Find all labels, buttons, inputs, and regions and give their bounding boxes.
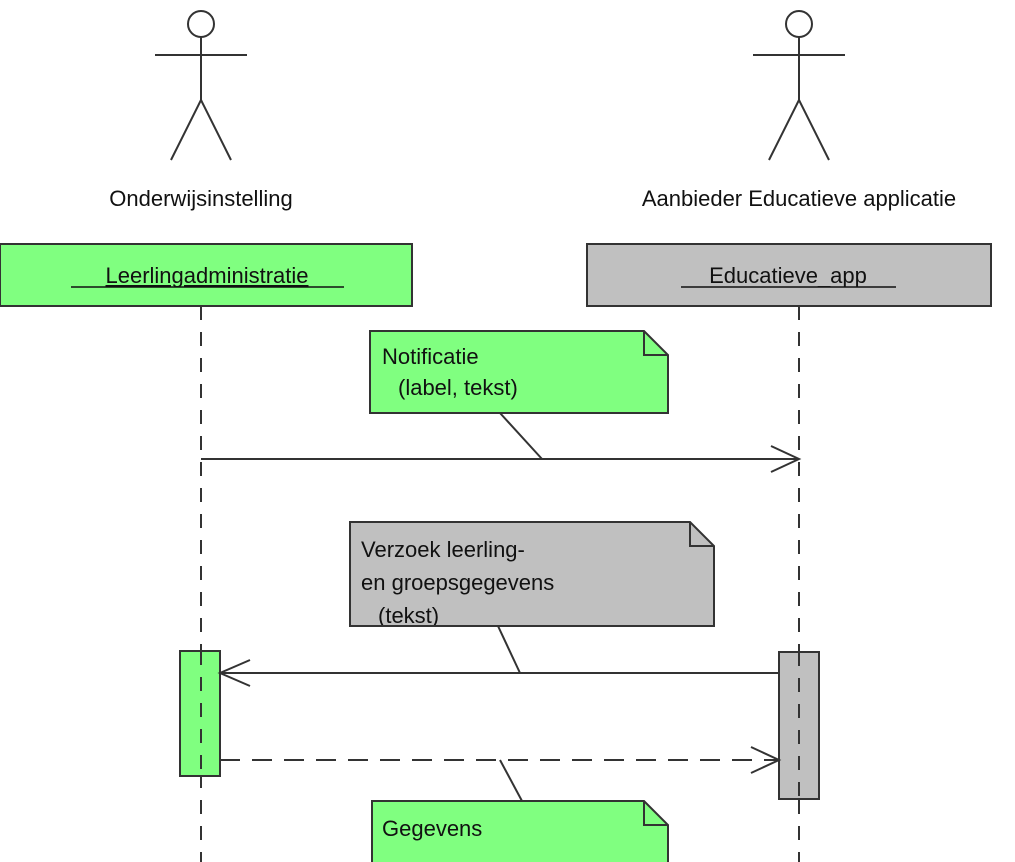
lifeline-leerlingadministratie-box xyxy=(0,243,413,307)
note-verzoek-line1: Verzoek leerling- xyxy=(361,537,525,562)
note-verzoek-line3: (tekst) xyxy=(378,603,439,628)
message-gegevens-return-arrow xyxy=(220,746,782,774)
message-verzoek-arrow xyxy=(217,659,779,687)
note-notificatie xyxy=(369,330,669,460)
actor-aanbieder-figure xyxy=(753,10,845,161)
activation-bar-right xyxy=(778,651,820,800)
note-gegevens-line1: Gegevens xyxy=(382,816,482,841)
actor-onderwijsinstelling-label: Onderwijsinstelling xyxy=(109,186,292,211)
note-gegevens xyxy=(371,759,669,862)
actor-onderwijsinstelling-figure xyxy=(155,10,247,161)
lifeline-educatieve-app-label: Educatieve_app xyxy=(709,263,867,288)
lifeline-educatieve-app-box xyxy=(586,243,992,307)
message-notificatie-arrow xyxy=(201,445,802,473)
actor-aanbieder-label: Aanbieder Educatieve applicatie xyxy=(642,186,956,211)
lifeline-leerlingadministratie-label: Leerlingadministratie xyxy=(106,263,309,288)
note-notificatie-line1: Notificatie xyxy=(382,344,479,369)
note-verzoek xyxy=(349,521,715,674)
note-notificatie-line2: (label, tekst) xyxy=(398,375,518,400)
note-verzoek-line2: en groepsgegevens xyxy=(361,570,554,595)
